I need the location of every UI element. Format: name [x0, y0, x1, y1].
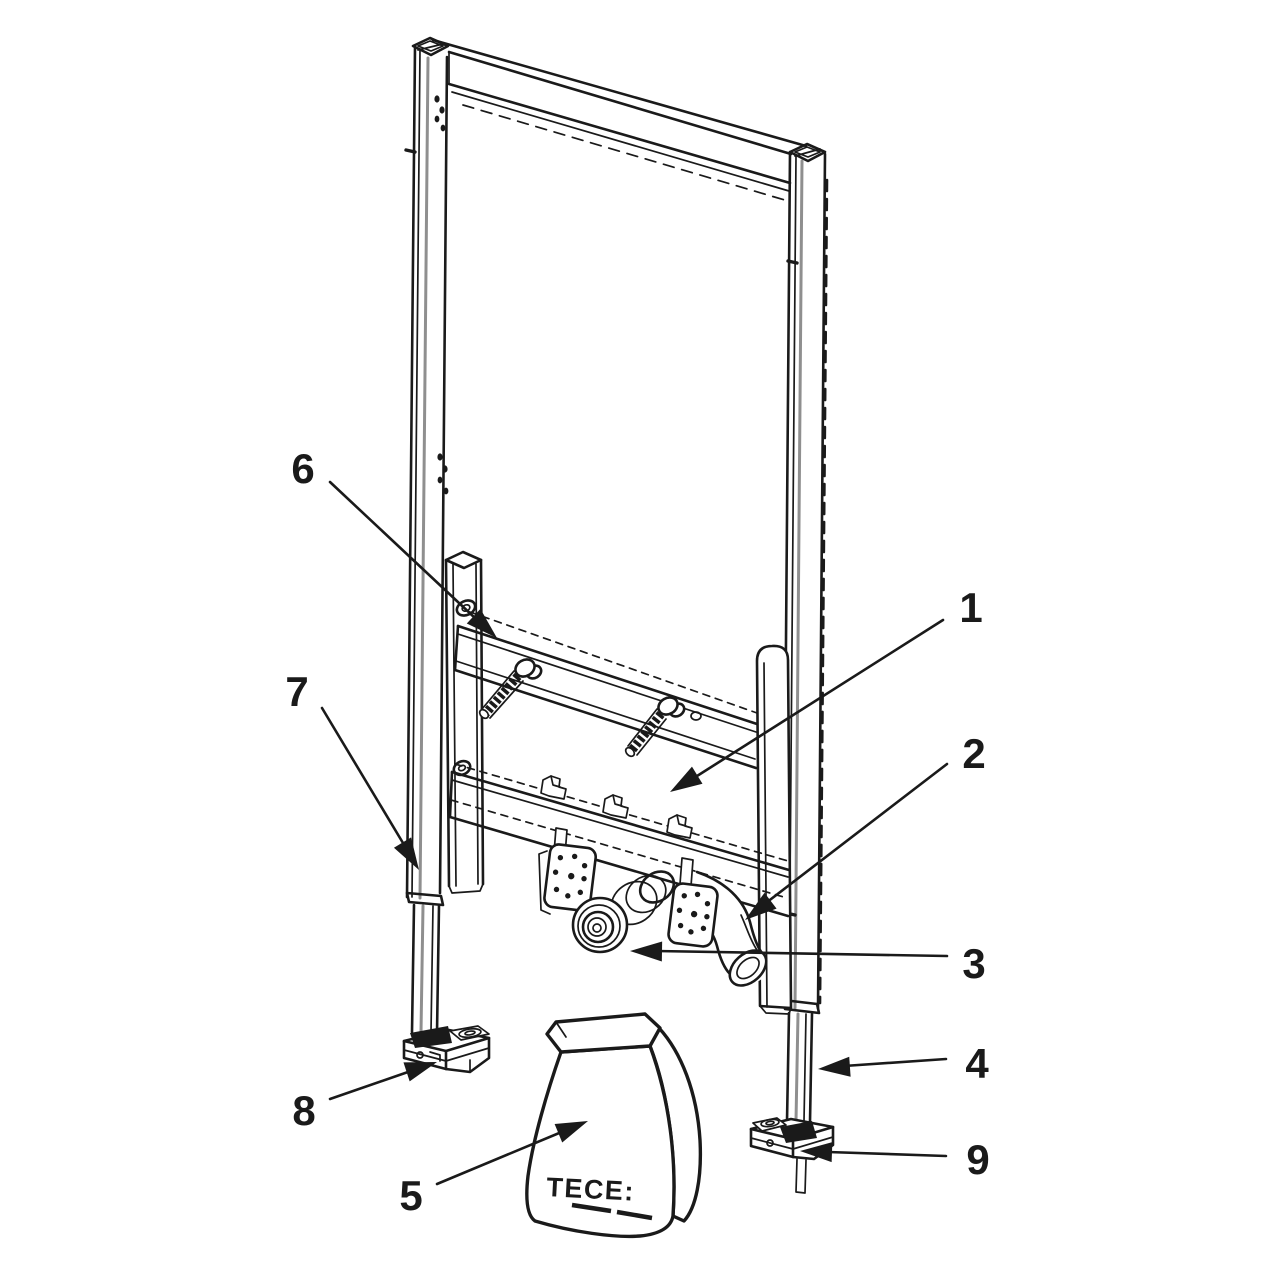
callout-3-leader	[654, 949, 949, 958]
left-foot	[402, 1025, 491, 1074]
mounting-plate-left	[538, 827, 597, 915]
callout-4-label: 4	[965, 1040, 989, 1087]
threaded-rod-left	[478, 658, 543, 720]
accessory-bag: TECE:	[525, 1012, 703, 1239]
callout-3-label: 3	[962, 940, 985, 987]
callout-2: 2	[738, 730, 986, 928]
callout-7: 7	[285, 668, 428, 876]
callout-2-leader	[760, 762, 949, 908]
right-rail	[781, 142, 829, 1124]
drain-socket	[571, 896, 629, 954]
right-bracket-upright	[755, 644, 793, 1015]
callout-2-label: 2	[962, 730, 985, 777]
callout-1-leader	[684, 618, 945, 785]
callout-6-label: 6	[291, 445, 314, 492]
callout-8-leader	[328, 1070, 410, 1101]
tece-logo-text: TECE:	[546, 1172, 636, 1207]
callout-1-label: 1	[959, 584, 982, 631]
callout-5-leader	[435, 1129, 566, 1186]
callout-9-label: 9	[966, 1136, 989, 1183]
threaded-rod-right	[624, 696, 686, 758]
callout-6-leader	[328, 480, 477, 620]
logo-tagline	[571, 1202, 653, 1221]
left-leg	[410, 903, 441, 1035]
callout-5-label: 5	[399, 1172, 422, 1219]
callout-7-label: 7	[285, 668, 308, 715]
mounting-frame	[402, 36, 835, 1194]
callout-5: 5	[399, 1111, 592, 1219]
callout-9: 9	[799, 1136, 990, 1183]
left-rail	[404, 36, 450, 1035]
right-leg	[785, 1011, 814, 1124]
callout-3: 3	[629, 940, 986, 987]
callout-7-leader	[320, 706, 405, 845]
callout-8-label: 8	[292, 1087, 315, 1134]
callout-1: 1	[664, 584, 983, 801]
callouts: 1 2 3 4 5 6 7	[285, 445, 989, 1219]
upper-crossbar	[453, 611, 759, 770]
tece-logo: TECE:	[546, 1172, 653, 1221]
callout-4: 4	[817, 1040, 989, 1087]
callout-8: 8	[292, 1052, 441, 1134]
callout-4-leader	[842, 1057, 948, 1068]
mounting-plate-right	[667, 857, 719, 948]
top-crossbar	[431, 38, 808, 202]
callout-9-leader	[826, 1150, 948, 1158]
right-foot	[749, 1117, 835, 1194]
callout-6: 6	[291, 445, 504, 646]
